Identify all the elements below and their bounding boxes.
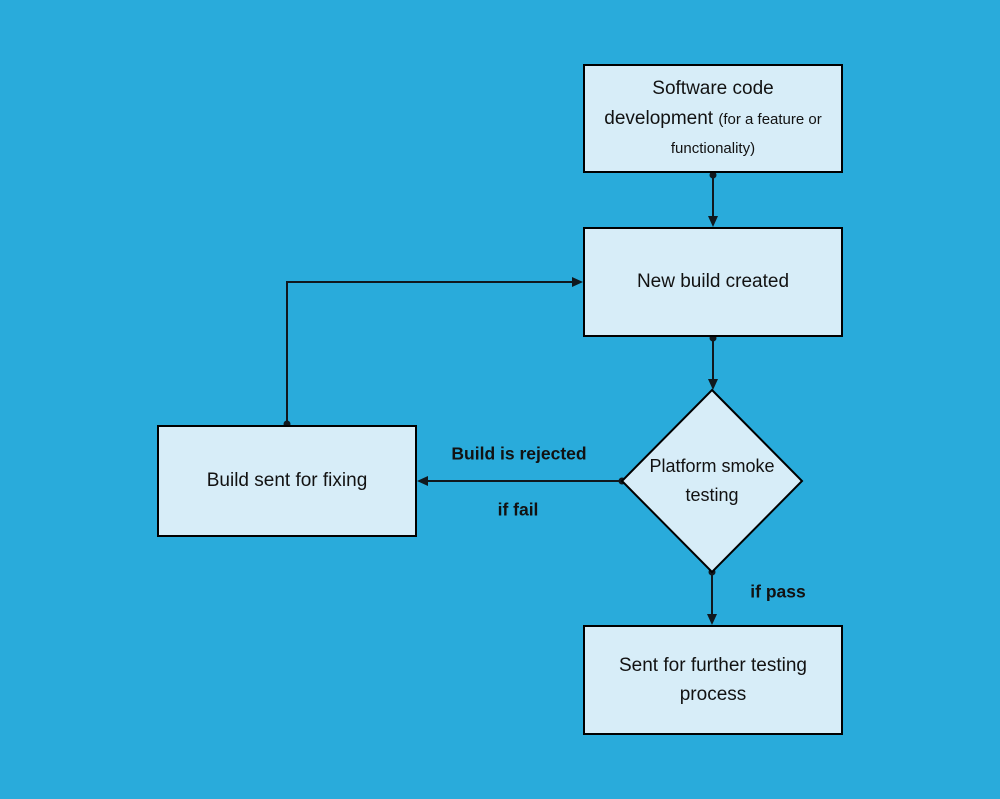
node-platform-smoke-testing: Platform smoke testing: [647, 428, 777, 534]
edge-smoke-testing-to-further-testing: [707, 568, 717, 625]
node-label: Software code development (for a feature…: [603, 74, 823, 162]
node-software-code-development: Software code development (for a feature…: [583, 64, 843, 173]
node-label: New build created: [636, 271, 790, 293]
node-label: Sent for further testing process: [619, 654, 807, 705]
edge-label-build-is-rejected: Build is rejected: [451, 443, 587, 464]
node-new-build-created: New build created: [583, 227, 843, 337]
edge-smoke-testing-to-fixing: [417, 476, 626, 486]
edge-fixing-to-new-build: [283, 277, 583, 428]
node-label-note: (for a feature or functionality): [670, 110, 822, 158]
node-label-main: Software code development: [604, 78, 774, 129]
node-sent-for-further-testing: Sent for further testing process: [583, 625, 843, 735]
edge-new-build-to-smoke-testing: [708, 334, 718, 390]
decision-diamond-shape: [620, 388, 804, 574]
edge-development-to-new-build: [708, 171, 718, 227]
node-build-sent-for-fixing: Build sent for fixing: [157, 425, 417, 537]
edge-label-if-pass: if pass: [750, 581, 806, 602]
node-label: Platform smoke testing: [649, 455, 775, 505]
edge-label-if-fail: if fail: [497, 499, 539, 520]
node-label: Build sent for fixing: [206, 470, 368, 492]
